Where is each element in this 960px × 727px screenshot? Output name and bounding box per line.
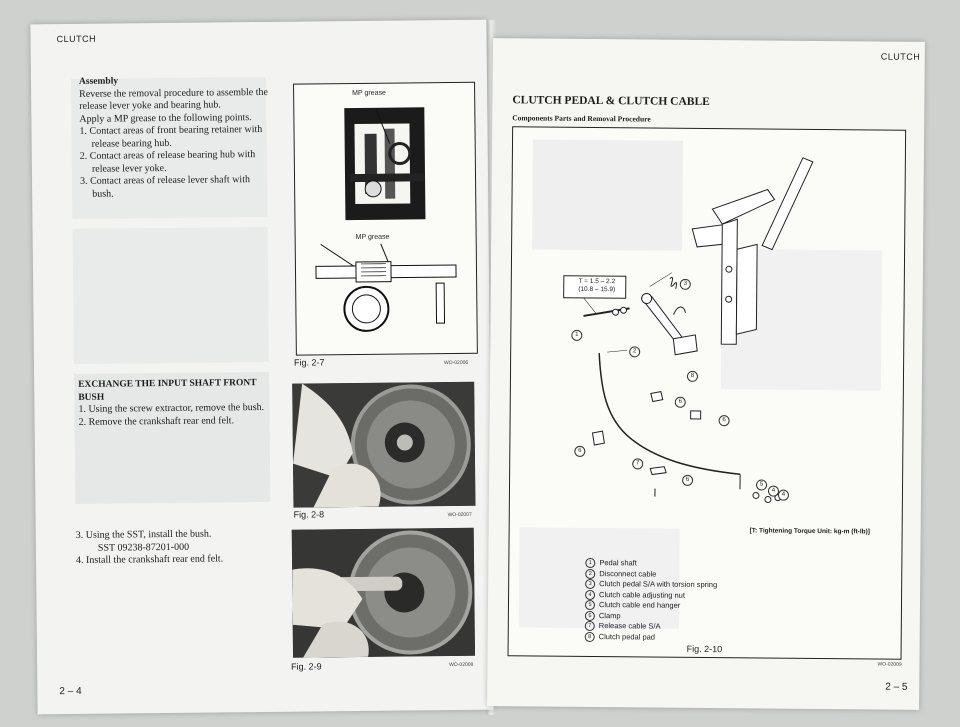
figure-code: WO-02008: [449, 661, 474, 669]
callout-5: 5: [755, 479, 768, 491]
assembly-section: Assembly Reverse the removal procedure t…: [79, 74, 280, 201]
exchange-line: 1. Using the screw extractor, remove the…: [78, 401, 265, 415]
section-title: CLUTCH PEDAL & CLUTCH CABLE: [512, 94, 710, 109]
clutch-pedal-exploded-diagram: [518, 139, 883, 629]
callout-6: 6: [682, 474, 694, 486]
figure-caption: Fig. 2-10: [686, 643, 723, 655]
figure-caption: Fig. 2-9: [291, 661, 322, 672]
page-number: 2 – 5: [885, 681, 908, 693]
figure-caption: Fig. 2-8: [293, 509, 325, 520]
figure-2-10-box: T = 1.5 – 2.2 (10.8 – 15.9) 3 1 2 8 6 6 …: [507, 126, 907, 660]
assembly-line: 1. Contact areas of front bearing retain…: [79, 123, 263, 137]
assembly-line: bush.: [92, 188, 114, 200]
callout-8: 8: [686, 370, 699, 382]
callout-3: 3: [679, 278, 691, 290]
torque-unit-note: [T: Tightening Torque Unit: kg-m (ft-lb)…: [749, 527, 871, 536]
mp-grease-label-top: MP grease: [352, 89, 386, 98]
mp-grease-label-bottom: MP grease: [355, 233, 390, 242]
page-number: 2 – 4: [59, 685, 82, 698]
exchange-line: 2. Remove the crankshaft rear end felt.: [78, 414, 235, 428]
transmission-diagram: [315, 107, 457, 332]
callout-1: 1: [571, 329, 583, 341]
figure-2-9-photo: [291, 527, 476, 658]
torque-spec-line2: (10.8 – 15.9): [578, 285, 616, 294]
callout-6: 6: [674, 396, 686, 408]
figure-code: WO-02007: [447, 511, 472, 519]
callout-7: 7: [632, 458, 644, 470]
figure-code: WO-02009: [877, 661, 902, 668]
torque-spec-box: T = 1.5 – 2.2 (10.8 – 15.9): [568, 278, 626, 295]
callout-6: 6: [718, 415, 730, 427]
assembly-line: Reverse the removal procedure to assembl…: [79, 86, 269, 100]
exchange-section: EXCHANGE THE INPUT SHAFT FRONT BUSH 1. U…: [78, 377, 279, 429]
callout-2: 2: [629, 346, 641, 358]
bush-install-photo: [291, 527, 476, 658]
figure-code: WO-02006: [443, 359, 469, 367]
assembly-line: 2. Contact areas of release bearing hub …: [79, 149, 256, 162]
left-page: CLUTCH Assembly Reverse the removal proc…: [30, 19, 494, 715]
figure-2-8-photo: [292, 381, 476, 508]
figure-caption: Fig. 2-7: [293, 357, 325, 368]
section-subtitle: Components Parts and Removal Procedure: [512, 113, 651, 124]
page-header: CLUTCH: [56, 33, 97, 45]
right-page: CLUTCH CLUTCH PEDAL & CLUTCH CABLE Compo…: [487, 38, 925, 710]
figure-2-7: MP grease MP grease: [293, 81, 478, 356]
exchange-heading-line1: EXCHANGE THE INPUT SHAFT FRONT: [78, 378, 257, 390]
callout-6: 6: [574, 445, 586, 457]
install-section: 3. Using the SST, install the bush. SST …: [76, 528, 276, 568]
callout-4: 4: [777, 489, 789, 501]
bleed-through-area: [72, 226, 269, 364]
flywheel-photo: [292, 381, 476, 508]
page-header: CLUTCH: [880, 51, 921, 62]
install-line: 4. Install the crankshaft rear end felt.: [75, 553, 224, 566]
